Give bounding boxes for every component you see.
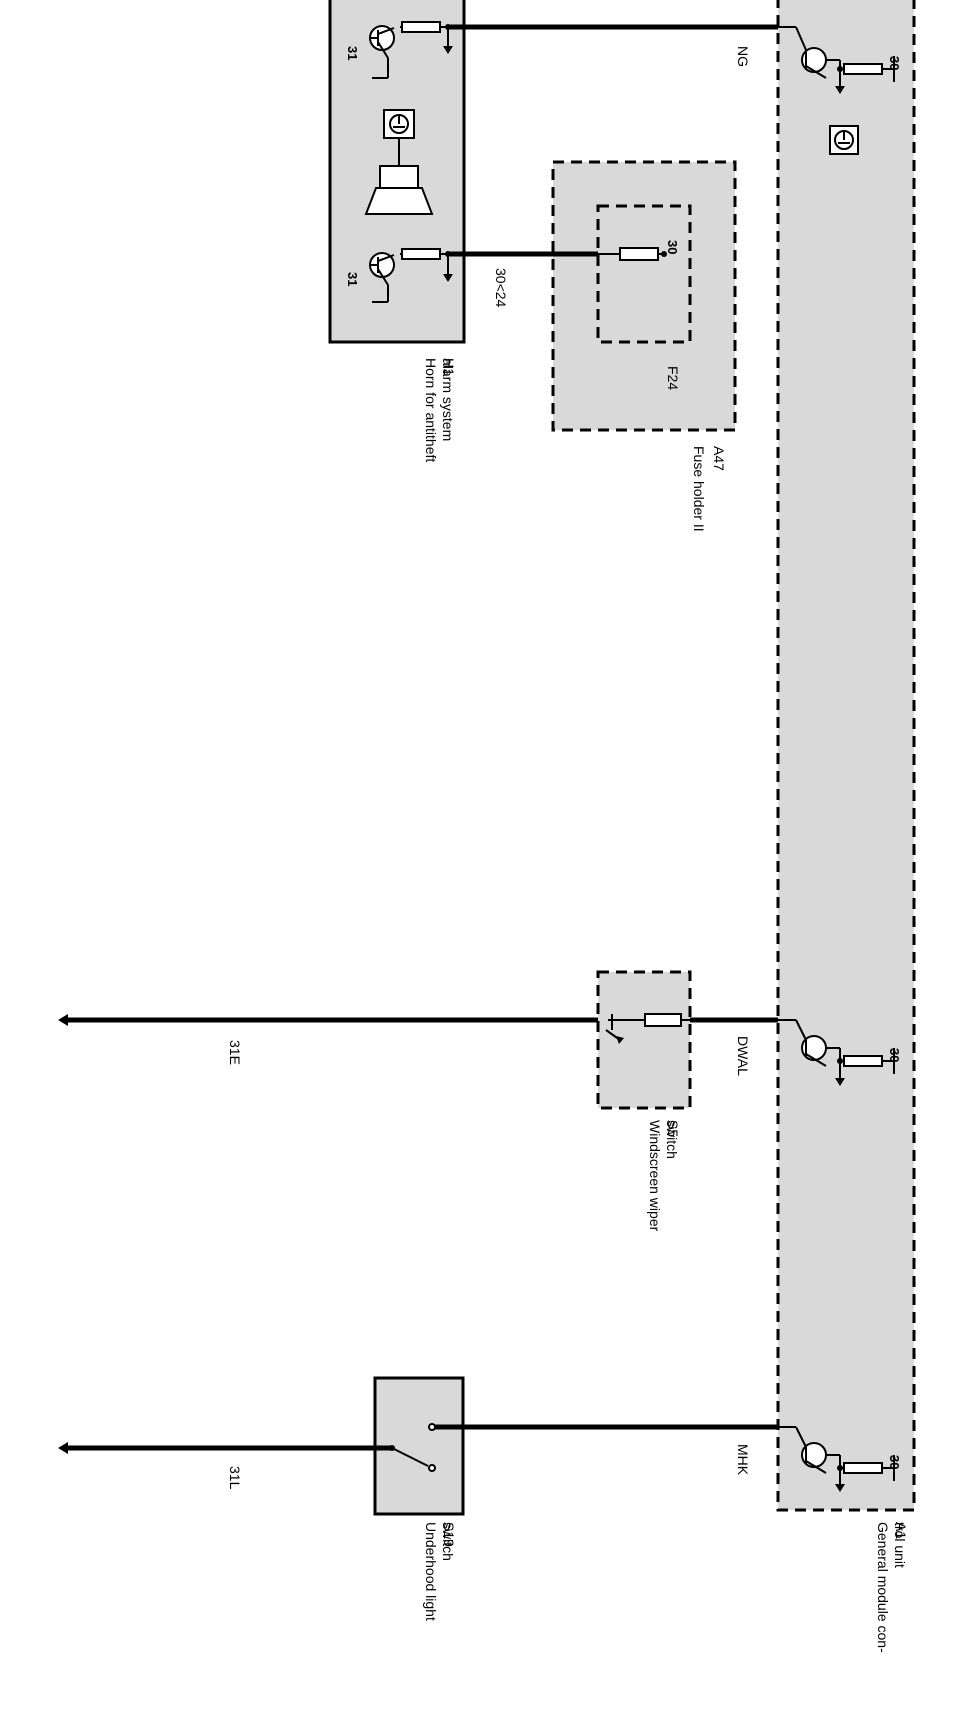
a1-name-line-1: General module con-	[875, 1522, 891, 1653]
ground-terminal-icon	[58, 1014, 68, 1026]
ground-arrow-icon	[443, 46, 453, 54]
wire-label-ng: NG	[735, 46, 751, 67]
ground-terminal-icon	[58, 1442, 68, 1454]
s5-name-line-1: Windscreen wiper	[647, 1120, 663, 1232]
wire-label-mhk: MHK	[735, 1444, 751, 1476]
a1-name: General module con- trol unit	[875, 1522, 908, 1657]
h1-pin-upper: 31	[345, 46, 360, 60]
h1-name-line-1: Horn for antitheft	[423, 358, 439, 462]
h1-transistor-lower	[369, 248, 453, 303]
resistor-symbol-icon	[843, 63, 883, 75]
resistor-symbol-icon	[401, 248, 441, 260]
ground-arrow-icon	[835, 1484, 845, 1492]
resistor-symbol-icon	[644, 1013, 682, 1027]
s19-name-line-1: Underhood light	[423, 1522, 439, 1621]
h1-pin-lower: 31	[345, 272, 360, 286]
a1-name-line-2: trol unit	[892, 1522, 908, 1568]
s19-id: S19	[441, 1522, 457, 1547]
s5-id: S5	[665, 1120, 681, 1137]
a1-pin-dwal: 30	[887, 1048, 902, 1062]
a1-stage-ng	[778, 26, 895, 94]
a1-stage-dwal	[778, 1019, 895, 1086]
wire-label-dwal: DWAL	[735, 1036, 751, 1076]
a1-pin-ng: 30	[887, 56, 902, 70]
s19-name: Underhood light switch	[423, 1522, 456, 1625]
s5-border	[596, 970, 692, 1110]
h1-name: Horn for antitheft alarm system	[423, 358, 456, 466]
wire-label-31e: 31E	[227, 1040, 243, 1065]
a47-id: A47	[711, 446, 727, 471]
horn-symbol-icon	[364, 109, 434, 215]
a1-box	[778, 0, 914, 1510]
a47-border	[551, 160, 737, 432]
wire-label-31l: 31L	[227, 1466, 243, 1490]
resistor-symbol-icon	[401, 21, 441, 33]
ground-arrow-icon	[443, 274, 453, 282]
a1-pin-mhk: 30	[887, 1455, 902, 1469]
h1-name-line-2: alarm system	[440, 358, 456, 441]
s5-name: Windscreen wiper switch	[647, 1120, 680, 1235]
a47-fuse-holder	[551, 160, 737, 432]
resistor-symbol-icon	[843, 1462, 883, 1474]
a1-general-module	[776, 0, 916, 1512]
h1-id: H1	[441, 358, 457, 376]
f24-border	[596, 204, 692, 344]
a47-name: Fuse holder II	[691, 446, 707, 532]
f24-pin: 30	[665, 240, 680, 254]
a1-stage-mhk	[778, 1426, 895, 1492]
h1-transistor-upper	[369, 21, 453, 79]
s5-switch-symbol-icon	[605, 1013, 690, 1044]
a1-id: A1	[893, 1522, 909, 1539]
wire-label-fuse-feed: 30<24	[493, 268, 509, 308]
fuse-symbol-icon	[619, 247, 667, 261]
f24-id: F24	[665, 366, 681, 390]
s5-name-line-2: switch	[664, 1120, 680, 1159]
ground-arrow-icon	[835, 86, 845, 94]
s5-wiper-switch	[596, 970, 692, 1110]
a1-logic-symbol-icon	[829, 125, 859, 155]
resistor-symbol-icon	[843, 1055, 883, 1067]
s19-name-line-2: switch	[440, 1522, 456, 1561]
ground-arrow-icon	[835, 1078, 845, 1086]
s19-switch-symbol-icon	[389, 1423, 436, 1472]
